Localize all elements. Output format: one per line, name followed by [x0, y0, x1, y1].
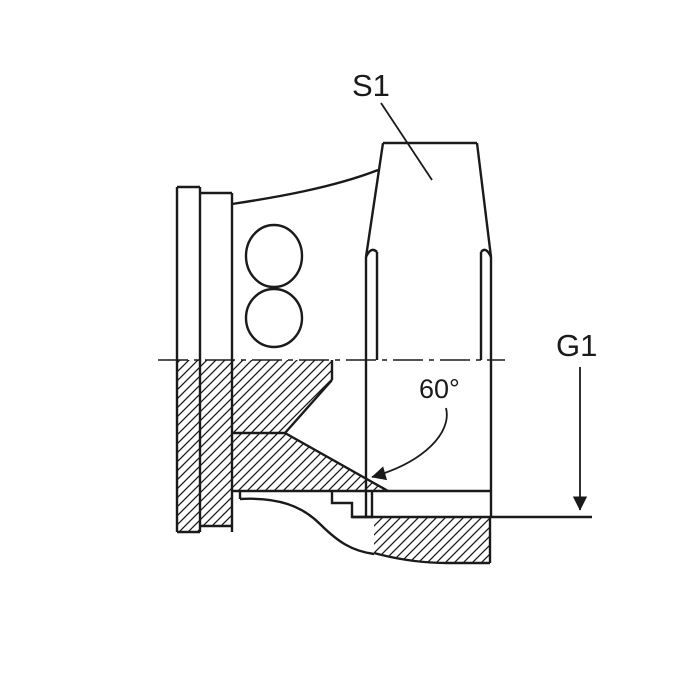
seal-lip-notch — [330, 491, 374, 519]
slot-upper — [244, 223, 304, 289]
s1-leader-line — [380, 102, 433, 181]
body-section-hatch — [232, 360, 388, 491]
cone-seat-60deg — [284, 431, 389, 493]
thread-bottom-edge — [373, 551, 490, 565]
fitting-outline — [175, 141, 592, 565]
section-hatching — [177, 360, 490, 563]
label-s1: S1 — [352, 68, 390, 103]
hex-chamfer-left — [364, 142, 385, 258]
slot-lower — [244, 287, 304, 349]
angle-leader-arrow — [371, 407, 448, 481]
thread-section-hatch — [374, 517, 490, 563]
label-g1: G1 — [556, 328, 597, 363]
hex-arc-right — [480, 248, 493, 258]
seal-profile-curve — [239, 497, 375, 556]
label-angle-60: 60° — [419, 374, 460, 404]
hex-chamfer-right — [475, 142, 493, 258]
flange-section-hatch — [177, 360, 232, 532]
annotations: S1 G1 60° — [352, 68, 597, 511]
bore-chamfer — [284, 379, 333, 434]
body-sweep-curve — [231, 168, 379, 206]
hex-arc-left — [364, 248, 378, 258]
